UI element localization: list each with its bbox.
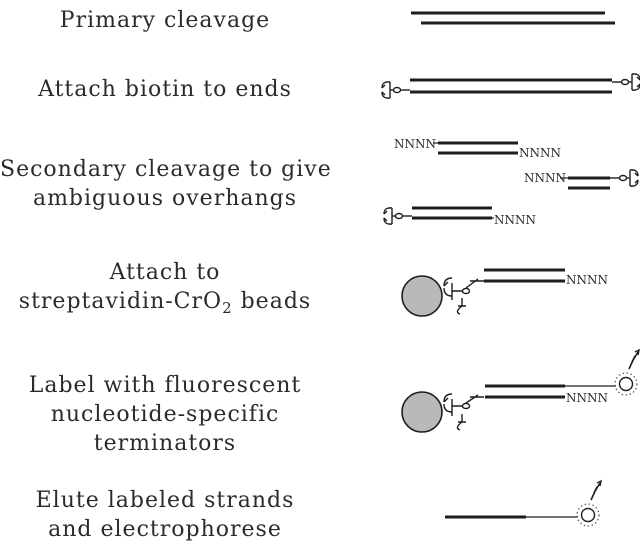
biotin-anchor-left-icon	[382, 82, 410, 98]
overhang-label: NNNN	[494, 213, 536, 227]
overhang-label: NNNN	[566, 273, 608, 287]
overhang-label: NNNN	[519, 146, 561, 160]
biotin-anchor-right-icon	[610, 170, 638, 186]
fluorescent-label-icon	[615, 350, 639, 395]
bead	[402, 276, 442, 316]
overhang-label: NNNN	[524, 171, 566, 185]
fragment-overhang-bottom: NNNN	[384, 208, 536, 227]
biotin-anchor-left-icon	[384, 208, 412, 224]
bead-attached-fragment: NNNN	[402, 270, 608, 316]
eluted-labeled-strand	[445, 481, 601, 526]
bead-labeled-fragment: NNNN	[402, 350, 639, 432]
biotin-anchor-right-icon	[612, 74, 640, 90]
duplex-dna-primary	[411, 13, 615, 23]
fragment-overhang-right: NNNN	[524, 170, 638, 188]
fluorescent-label-icon	[577, 481, 601, 526]
duplex-dna-biotinylated	[382, 74, 640, 98]
overhang-label: NNNN	[566, 391, 608, 405]
bead	[402, 392, 442, 432]
fragment-overhang-top: NNNN NNNN	[394, 137, 561, 160]
overhang-label: NNNN	[394, 137, 436, 151]
